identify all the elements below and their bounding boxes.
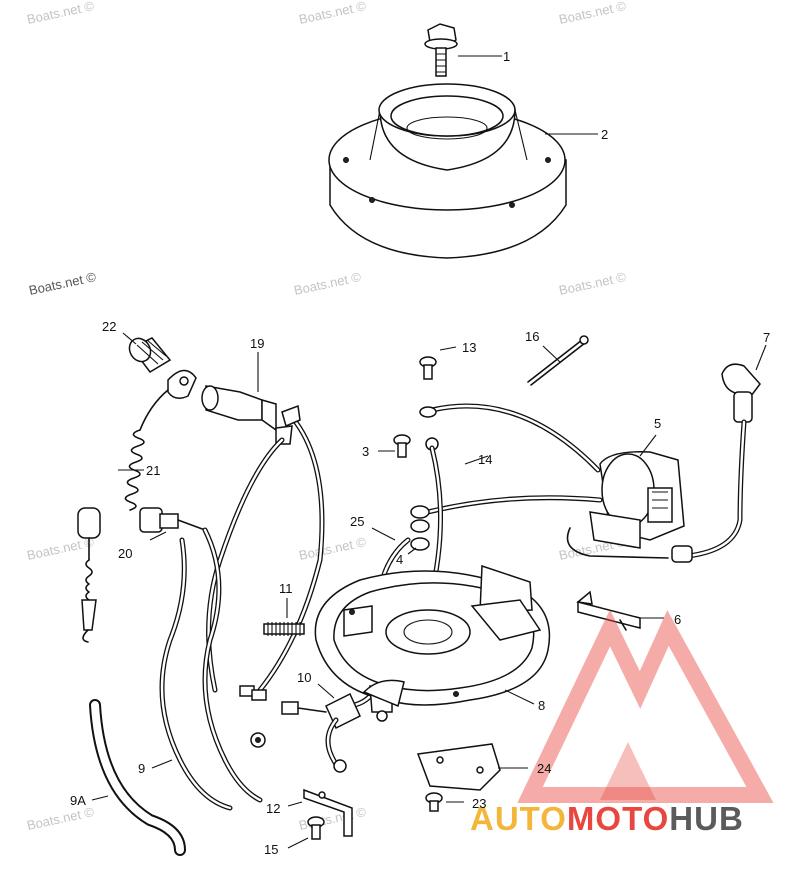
part-19-stop-switch	[201, 352, 325, 693]
callout-1: 1	[503, 49, 510, 64]
callout-20: 20	[118, 546, 132, 561]
watermark-text: Boats.net ©	[293, 269, 363, 298]
part-6-bracket	[576, 590, 664, 631]
watermark-text: Boats.net ©	[26, 804, 96, 833]
callout-4: 4	[396, 552, 403, 567]
callout-16: 16	[525, 329, 539, 344]
callout-15: 15	[264, 842, 278, 857]
stator-leads	[407, 403, 603, 603]
part-20-switch-harness	[139, 507, 299, 811]
part-24-plate	[416, 743, 528, 791]
callout-7: 7	[763, 330, 770, 345]
callout-24: 24	[537, 761, 551, 776]
callout-10: 10	[297, 670, 311, 685]
part-22-cap	[122, 332, 172, 373]
callout-25: 25	[350, 514, 364, 529]
watermark-text: Boats.net ©	[26, 0, 96, 27]
callout-8: 8	[538, 698, 545, 713]
automotohub-logo: AUTOMOTOHUB	[470, 609, 774, 837]
part-13-screw	[419, 346, 457, 380]
callout-labels: 1 2 3 4 5 6 7 8 9 9A 10 11 12 13 14 15 1…	[70, 49, 770, 857]
watermark-text: Boats.net ©	[558, 269, 628, 298]
part-21-lanyard	[77, 369, 197, 643]
callout-9a: 9A	[70, 793, 86, 808]
callout-19: 19	[250, 336, 264, 351]
callout-23: 23	[472, 796, 486, 811]
part-10-grommet	[297, 683, 361, 773]
callout-2: 2	[601, 127, 608, 142]
callout-13: 13	[462, 340, 476, 355]
logo-text: AUTOMOTOHUB	[470, 800, 744, 837]
callout-3: 3	[362, 444, 369, 459]
part-12-bracket	[287, 788, 353, 837]
watermark-text: Boats.net ©	[28, 269, 98, 298]
callout-5: 5	[654, 416, 661, 431]
part-8-stator-plate	[314, 564, 551, 722]
callout-21: 21	[146, 463, 160, 478]
callout-12: 12	[266, 801, 280, 816]
callout-11: 11	[279, 581, 293, 596]
part-15-screw	[287, 816, 325, 849]
callout-9: 9	[138, 761, 145, 776]
part-1-bolt	[424, 23, 502, 77]
watermark-text: Boats.net ©	[298, 0, 368, 27]
watermark-text: Boats.net ©	[298, 534, 368, 563]
callout-22: 22	[102, 319, 116, 334]
part-2-flywheel	[328, 83, 598, 259]
part-7-spark-plug-boot	[671, 344, 767, 563]
part-11-spring	[263, 598, 305, 636]
part-23-screw	[425, 792, 464, 812]
callout-14: 14	[478, 452, 492, 467]
watermark-text: Boats.net ©	[558, 0, 628, 27]
part-3-screw	[378, 434, 411, 458]
part-9-hose	[89, 699, 186, 856]
callout-6: 6	[674, 612, 681, 627]
part-16-pin	[527, 335, 589, 386]
part-5-ignition-coil	[566, 434, 685, 559]
